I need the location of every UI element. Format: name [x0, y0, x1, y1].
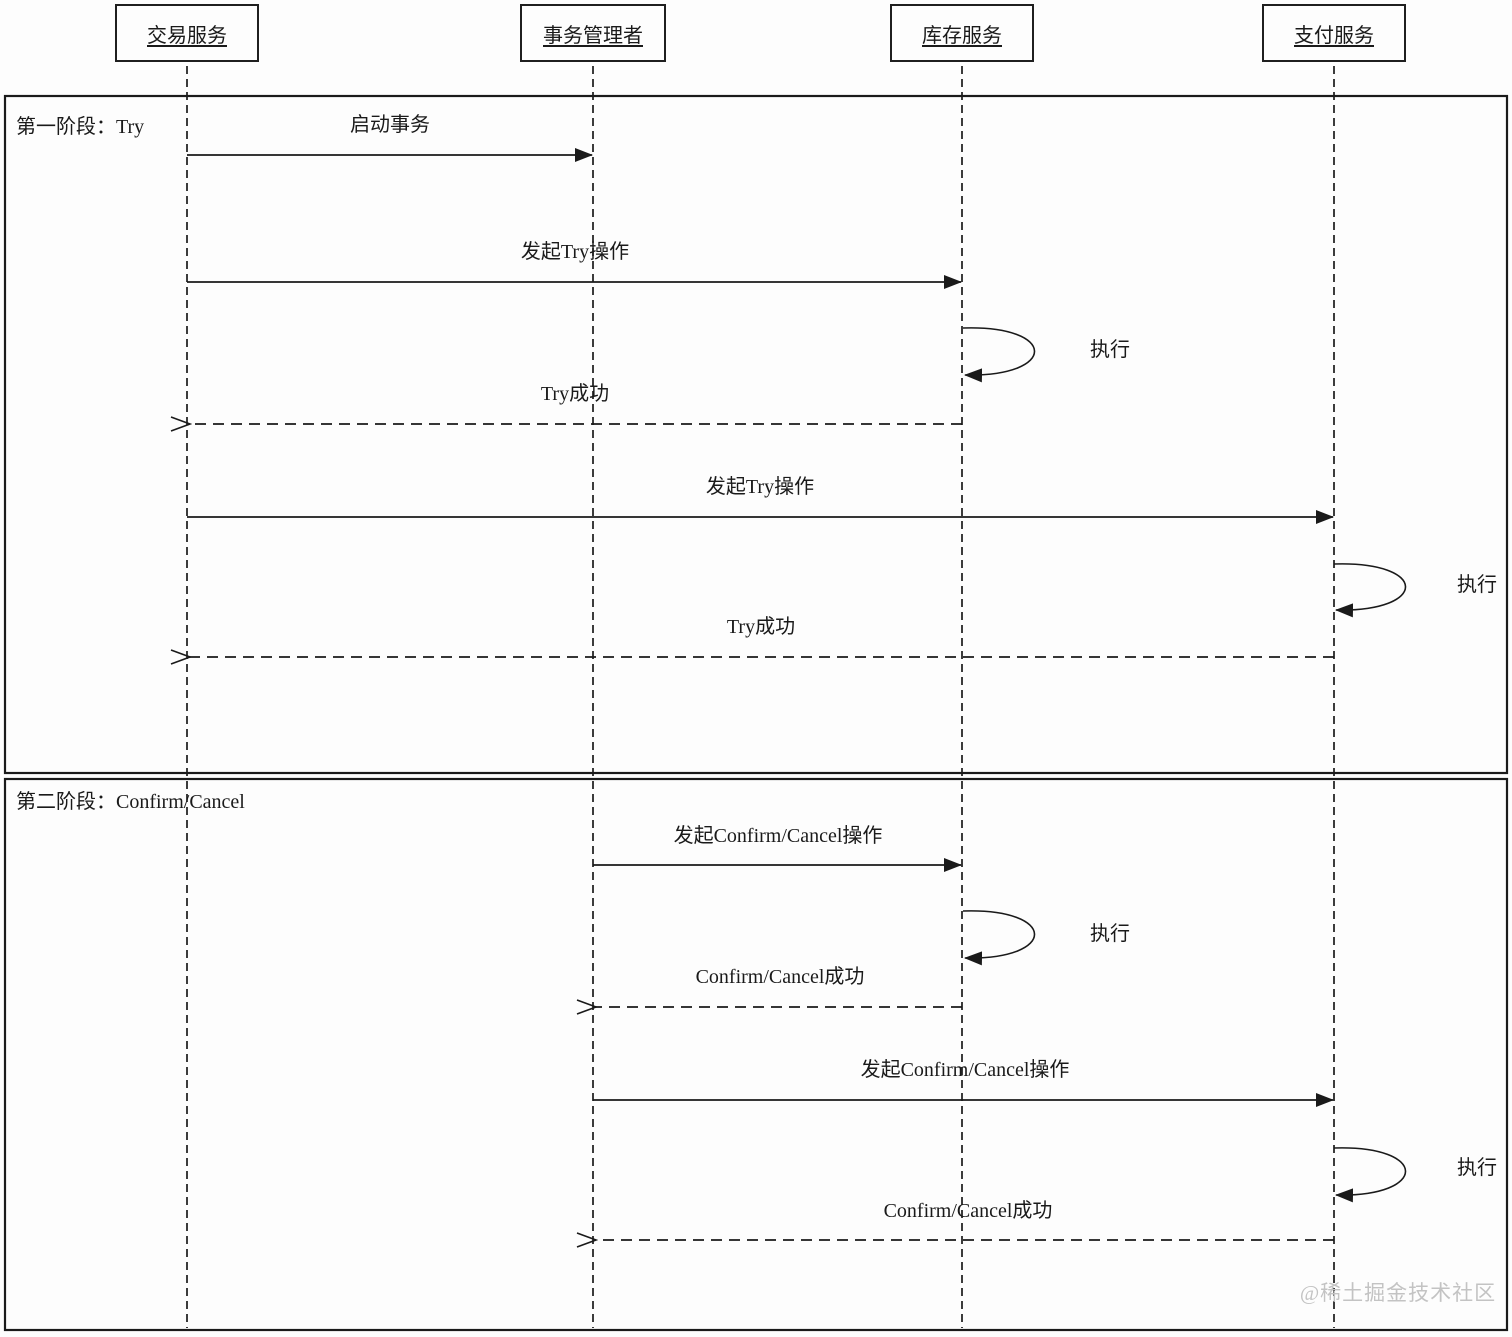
- phase1-title: 第一阶段：Try: [16, 116, 145, 138]
- phase2-title: 第二阶段：Confirm/Cancel: [16, 791, 245, 813]
- message-label-confirm-cancel-inventory: 发起Confirm/Cancel操作: [673, 825, 883, 847]
- message-label-confirm-success-payment: Confirm/Cancel成功: [883, 1200, 1053, 1222]
- participant-label-payment-service: 支付服务: [1294, 24, 1374, 47]
- participant-box-transaction-manager: 事务管理者: [520, 4, 666, 62]
- participant-box-transaction-service: 交易服务: [115, 4, 259, 62]
- message-label-start-transaction: 启动事务: [350, 114, 430, 136]
- participant-box-inventory-service: 库存服务: [890, 4, 1034, 62]
- message-label-confirm-success-inventory: Confirm/Cancel成功: [695, 966, 865, 988]
- message-label-execute-payment-try: 执行: [1457, 574, 1497, 596]
- participant-label-inventory-service: 库存服务: [922, 24, 1002, 47]
- message-label-execute-inventory-confirm: 执行: [1090, 923, 1130, 945]
- message-label-try-inventory: 发起Try操作: [520, 241, 630, 263]
- self-loop-payment-confirm: [1333, 1147, 1407, 1203]
- message-label-execute-payment-confirm: 执行: [1457, 1157, 1497, 1179]
- phase1-frame: [3, 94, 1509, 775]
- participant-box-payment-service: 支付服务: [1262, 4, 1406, 62]
- self-loop-payment-try: [1333, 563, 1407, 618]
- message-label-try-payment: 发起Try操作: [705, 476, 815, 498]
- self-loop-inventory-try: [962, 327, 1036, 383]
- participant-label-transaction-manager: 事务管理者: [543, 24, 643, 47]
- message-label-try-success-inventory: Try成功: [540, 383, 610, 405]
- message-label-try-success-payment: Try成功: [726, 616, 796, 638]
- watermark: @稀土掘金技术社区: [1299, 1281, 1497, 1305]
- message-label-execute-inventory-try: 执行: [1090, 339, 1130, 361]
- message-label-confirm-cancel-payment: 发起Confirm/Cancel操作: [860, 1059, 1070, 1081]
- self-loop-inventory-confirm: [962, 910, 1036, 966]
- phase2-frame: [3, 777, 1509, 1332]
- participant-label-transaction-service: 交易服务: [147, 24, 227, 47]
